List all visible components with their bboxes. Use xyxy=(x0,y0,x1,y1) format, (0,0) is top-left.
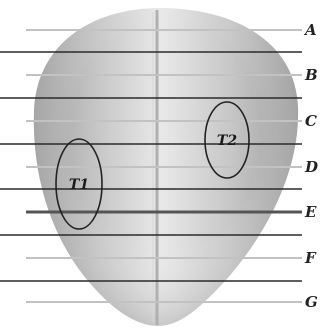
zone-label-e: E xyxy=(304,203,317,221)
zone-label-a: A xyxy=(303,21,317,39)
region-t2-label: T2 xyxy=(217,133,237,149)
zone-label-f: F xyxy=(304,249,317,267)
region-t2-outline xyxy=(204,101,250,179)
zone-label-c: C xyxy=(305,112,317,130)
region-t1-outline xyxy=(55,138,103,230)
zone-label-b: B xyxy=(304,66,318,84)
region-t1-label: T1 xyxy=(69,177,89,193)
zone-label-d: D xyxy=(304,158,318,176)
zone-labels: A B C D E F G xyxy=(303,21,318,311)
section-lines xyxy=(0,29,302,303)
zone-label-g: G xyxy=(305,293,318,311)
